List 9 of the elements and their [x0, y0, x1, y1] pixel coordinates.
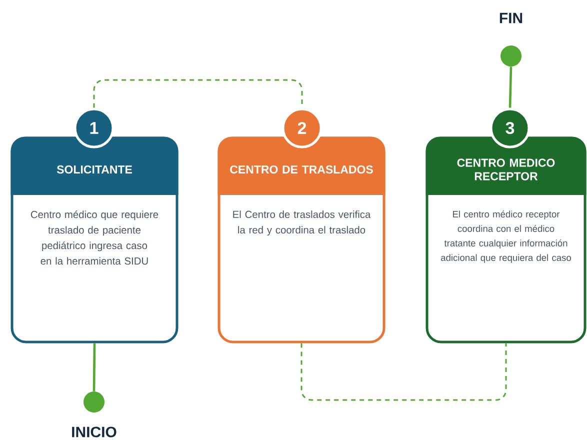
connector-line: [92, 343, 96, 392]
step-card: SOLICITANTE Centro médico que requiere traslado de paciente pediátrico ingresa caso en la herramienta SIDU: [10, 136, 178, 344]
connector-line: [300, 343, 507, 401]
connector-line: [508, 66, 512, 108]
connector-line: [93, 79, 303, 108]
endpoint-label: INICIO: [72, 426, 116, 438]
step-card: CENTRO MEDICO RECEPTOR El centro médico receptor coordina con el médico tratante cualquier información adicional que requiera del caso: [426, 136, 586, 344]
step-card: CENTRO DE TRASLADOS El Centro de traslados verifica la red y coordina el traslado: [218, 136, 386, 344]
endpoint-label: FIN: [500, 12, 522, 24]
